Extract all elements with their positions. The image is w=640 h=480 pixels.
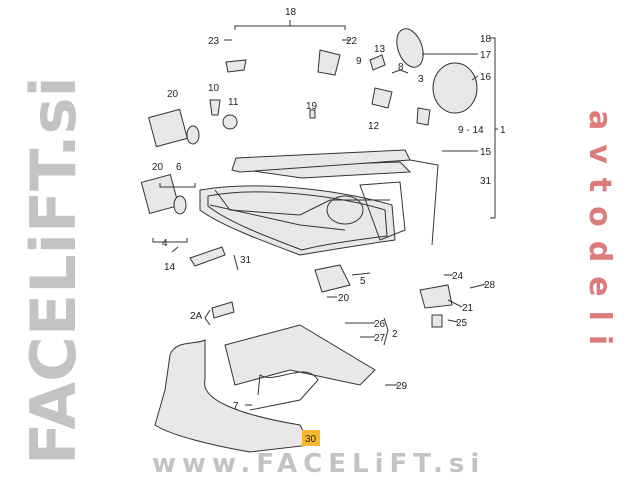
callout-17[interactable]: 17 — [480, 50, 492, 61]
callout-26[interactable]: 26 — [374, 319, 386, 330]
cap-17 — [396, 28, 424, 68]
bracket-2 — [224, 324, 376, 386]
callout-18-right[interactable]: 18 — [480, 34, 492, 45]
cover-16 — [432, 62, 478, 114]
callout-27[interactable]: 27 — [374, 333, 386, 344]
callout-30[interactable]: 30 — [305, 434, 317, 445]
callout-22[interactable]: 22 — [346, 36, 358, 47]
callout-29[interactable]: 29 — [396, 381, 408, 392]
callout-20-a[interactable]: 20 — [167, 89, 179, 100]
callout-31-right[interactable]: 31 — [480, 176, 492, 187]
callout-6[interactable]: 6 — [176, 162, 182, 173]
callout-24[interactable]: 24 — [452, 271, 464, 282]
callout-30-highlight — [302, 430, 320, 446]
callout-14[interactable]: 14 — [164, 262, 176, 273]
callout-12[interactable]: 12 — [368, 121, 380, 132]
callout-23[interactable]: 23 — [208, 36, 220, 47]
watermark-sub: avtodeli — [582, 110, 617, 359]
control-unit — [140, 174, 180, 214]
ballast-unit — [148, 108, 188, 148]
watermark-url: www.FACELiFT.si — [152, 449, 485, 479]
watermark-brand: FACELiFT.si — [17, 76, 90, 465]
callout-15[interactable]: 15 — [480, 147, 492, 158]
callout-9-14[interactable]: 9 - 14 — [458, 125, 484, 136]
callout-3[interactable]: 3 — [418, 74, 424, 85]
callout-1[interactable]: 1 — [500, 125, 506, 136]
callout-8[interactable]: 8 — [398, 62, 404, 73]
callout-28[interactable]: 28 — [484, 280, 496, 291]
callout-20-b[interactable]: 20 — [152, 162, 164, 173]
callout-11[interactable]: 11 — [228, 97, 239, 108]
callout-2[interactable]: 2 — [392, 329, 398, 340]
callout-25[interactable]: 25 — [456, 318, 468, 329]
callout-5[interactable]: 5 — [360, 276, 366, 287]
callout-18-top[interactable]: 18 — [285, 7, 297, 18]
callout-2A[interactable]: 2A — [190, 311, 203, 322]
callout-20-c[interactable]: 20 — [338, 293, 350, 304]
trim-strip — [231, 149, 411, 173]
callout-10[interactable]: 10 — [208, 83, 220, 94]
headlight-housing — [199, 161, 412, 256]
callout-13[interactable]: 13 — [374, 44, 386, 55]
callout-19[interactable]: 19 — [306, 101, 318, 112]
callout-7[interactable]: 7 — [233, 401, 239, 412]
callout-9[interactable]: 9 — [356, 56, 362, 67]
motor-5 — [314, 264, 351, 293]
carrier-30 — [154, 339, 311, 453]
callout-21[interactable]: 21 — [462, 303, 474, 314]
callout-31-left[interactable]: 31 — [240, 255, 252, 266]
callout-4[interactable]: 4 — [162, 238, 168, 249]
callout-16[interactable]: 16 — [480, 72, 492, 83]
